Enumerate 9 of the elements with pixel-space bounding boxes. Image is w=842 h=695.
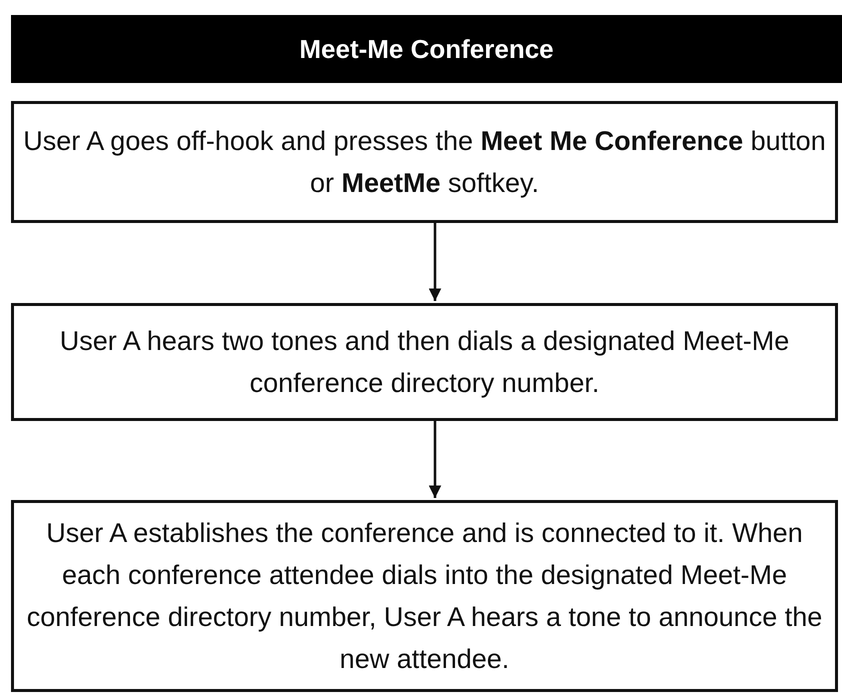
step-text: User A hears two tones and then dials a designated Meet-Me conference directory number. xyxy=(58,325,790,400)
arrow xyxy=(428,223,442,301)
process-box xyxy=(11,101,838,223)
arrow xyxy=(428,421,442,498)
process-box xyxy=(11,303,838,421)
step-text: User A establishes the conference and is connected to it. When each conference attendee dials into the designated Meet-Me conference directory number, User A hears a tone to announce the new attendee. xyxy=(26,517,824,676)
process-box xyxy=(11,500,838,692)
title: Meet-Me Conference xyxy=(299,34,554,64)
step-text: User A goes off-hook and presses the Meet Me Conference button or MeetMe softkey. xyxy=(22,125,827,200)
